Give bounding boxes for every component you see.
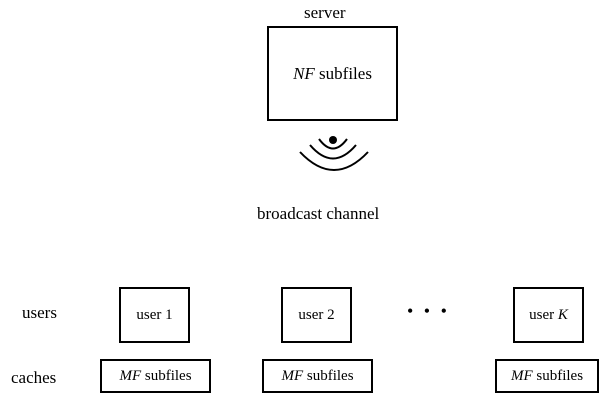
user-label-2: user 2 — [298, 306, 335, 323]
caches-row-label: caches — [11, 368, 57, 387]
ellipsis: • • • — [407, 301, 450, 321]
broadcast-wave-3 — [299, 151, 369, 171]
broadcast-channel-label: broadcast channel — [257, 204, 380, 223]
server-box: NF subfiles — [267, 26, 398, 121]
user-box-2: user 2 — [281, 287, 352, 343]
server-content: NF subfiles — [293, 64, 372, 84]
users-row-label: users — [22, 303, 57, 322]
cache-label-1: MF subfiles — [119, 367, 192, 384]
cache-box-2: MF subfiles — [262, 359, 373, 393]
broadcast-wave-2 — [309, 144, 357, 160]
cache-box-k: MF subfiles — [495, 359, 599, 393]
user-box-k: user K — [513, 287, 584, 343]
server-content-text: subfiles — [314, 63, 372, 83]
server-title: server — [304, 3, 346, 22]
cache-label-k: MF subfiles — [510, 367, 584, 384]
cache-box-1: MF subfiles — [100, 359, 211, 393]
broadcast-antenna-dot — [329, 136, 337, 144]
broadcast-wave-1 — [318, 138, 348, 150]
user-label-1: user 1 — [136, 306, 173, 323]
user-box-1: user 1 — [119, 287, 190, 343]
user-label-k: user K — [529, 306, 568, 323]
cache-label-2: MF subfiles — [281, 367, 354, 384]
server-content-var: NF — [293, 63, 315, 83]
